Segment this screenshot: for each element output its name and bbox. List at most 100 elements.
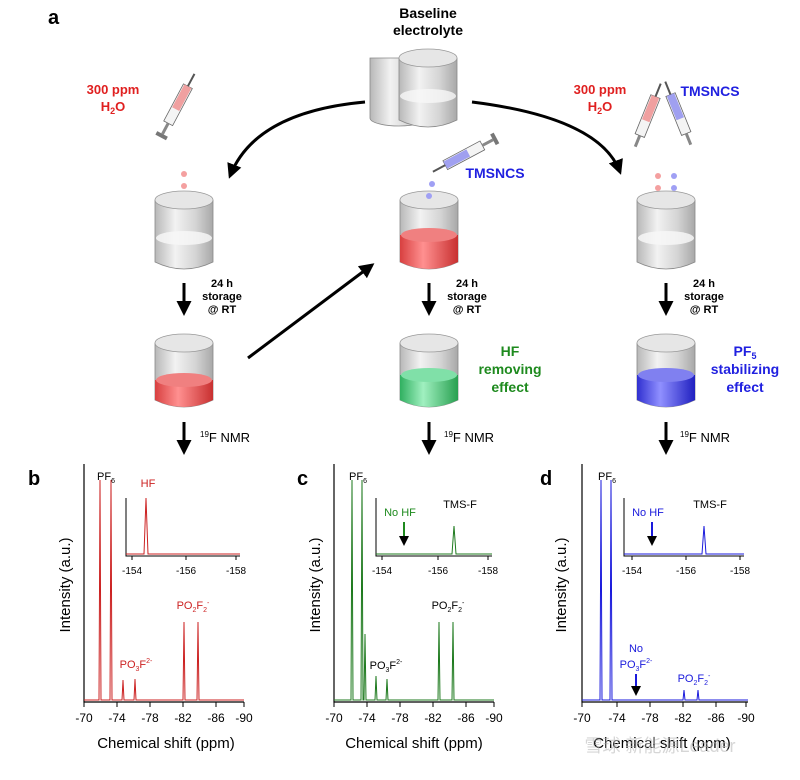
no-hf-label-c: No HF: [384, 507, 416, 519]
svg-text:-86: -86: [207, 711, 225, 725]
svg-text:-70: -70: [75, 711, 93, 725]
svg-text:-78: -78: [141, 711, 159, 725]
svg-text:-86: -86: [707, 711, 725, 725]
panel-label-c: c: [297, 468, 308, 490]
storage-center-l1: 24 h: [456, 278, 478, 290]
arrow-diagonal: [247, 263, 375, 360]
ylabel-d: Intensity (a.u.): [553, 537, 570, 632]
svg-text:-86: -86: [457, 711, 475, 725]
storage-right-l1: 24 h: [693, 278, 715, 290]
hf-effect-l2: removing: [478, 361, 541, 377]
svg-text:-154: -154: [122, 566, 142, 577]
svg-text:-154: -154: [372, 566, 392, 577]
spectrum-panel-d: -70 -74 -78 -82 -86 -90 Chemical shift (…: [553, 464, 755, 752]
drop-left-1: [181, 171, 187, 177]
cup-right-bottom: [636, 333, 696, 408]
tmsncs-center-label: TMSNCS: [465, 165, 524, 181]
arrow-to-right: [471, 100, 623, 175]
panel-label-b: b: [28, 468, 40, 490]
storage-right-l2: storage: [684, 291, 724, 303]
po2f2-label-d: PO2F2-: [678, 673, 711, 687]
cup-center-top: [399, 190, 459, 270]
drop-right-red-2: [655, 185, 661, 191]
svg-text:-156: -156: [676, 566, 696, 577]
drop-center-2: [426, 193, 432, 199]
svg-text:-158: -158: [226, 566, 246, 577]
drop-right-blue-1: [671, 173, 677, 179]
svg-text:-74: -74: [608, 711, 626, 725]
syringe-left-icon: [155, 73, 196, 141]
tmsf-label-c: TMS-F: [443, 499, 477, 511]
ylabel-b: Intensity (a.u.): [57, 537, 74, 632]
svg-text:-70: -70: [325, 711, 343, 725]
nmr-label-center: 19F NMR: [444, 430, 494, 445]
svg-text:-82: -82: [674, 711, 692, 725]
tmsncs-right-label: TMSNCS: [680, 83, 739, 99]
pf5-effect-l3: effect: [726, 379, 764, 395]
ylabel-c: Intensity (a.u.): [307, 537, 324, 632]
no-label-d: No: [629, 643, 643, 655]
hf-effect-l1: HF: [501, 343, 520, 359]
drop-center-1: [429, 181, 435, 187]
arrow-to-left: [227, 100, 366, 179]
cup-right-top: [636, 190, 696, 270]
po2f2-label-c: PO2F2-: [432, 600, 465, 614]
left-water-label: H2O: [101, 99, 126, 116]
tmsf-label-d: TMS-F: [693, 499, 727, 511]
left-ppm-label: 300 ppm: [87, 82, 140, 97]
svg-text:-74: -74: [108, 711, 126, 725]
svg-text:-78: -78: [641, 711, 659, 725]
hf-label-b: HF: [141, 478, 156, 490]
syringe-right-blue-icon: [664, 81, 693, 146]
hf-effect-l3: effect: [491, 379, 529, 395]
svg-text:-74: -74: [358, 711, 376, 725]
po3f-label-c: PO3F2-: [370, 659, 403, 674]
po3f-label-d: PO3F2-: [620, 658, 653, 673]
vertical-arrows: [176, 283, 674, 455]
svg-text:-70: -70: [573, 711, 591, 725]
po2f2-label-b: PO2F2-: [177, 600, 210, 614]
svg-text:-90: -90: [235, 711, 253, 725]
no-hf-label-d: No HF: [632, 507, 664, 519]
spectrum-panel-b: -70 -74 -78 -82 -86 -90 Chemical shift (…: [57, 464, 253, 752]
svg-text:-90: -90: [737, 711, 755, 725]
drop-left-2: [181, 183, 187, 189]
right-water-label: H2O: [588, 99, 613, 116]
storage-left-l1: 24 h: [211, 278, 233, 290]
syringe-right-red-icon: [633, 83, 662, 148]
drop-right-blue-2: [671, 185, 677, 191]
svg-text:-78: -78: [391, 711, 409, 725]
svg-text:-158: -158: [730, 566, 750, 577]
cup-left-bottom: [154, 333, 214, 408]
xlabel-b: Chemical shift (ppm): [97, 735, 235, 752]
storage-left-l2: storage: [202, 291, 242, 303]
xlabel-d: Chemical shift (ppm): [593, 735, 731, 752]
svg-text:-90: -90: [485, 711, 503, 725]
nmr-label-left: 19F NMR: [200, 430, 250, 445]
svg-text:-158: -158: [478, 566, 498, 577]
storage-right-l3: @ RT: [690, 304, 719, 316]
baseline-label-line2: electrolyte: [393, 22, 463, 38]
panel-label-d: d: [540, 468, 552, 490]
nmr-label-right: 19F NMR: [680, 430, 730, 445]
cup-left-top: [154, 190, 214, 270]
po3f-label-b: PO3F2-: [120, 658, 153, 673]
pf6-label-d: PF6: [598, 471, 616, 485]
storage-left-l3: @ RT: [208, 304, 237, 316]
xlabel-c: Chemical shift (ppm): [345, 735, 483, 752]
svg-text:-154: -154: [622, 566, 642, 577]
storage-center-l3: @ RT: [453, 304, 482, 316]
spectrum-panel-c: -70 -74 -78 -82 -86 -90 Chemical shift (…: [307, 464, 503, 752]
svg-text:-156: -156: [176, 566, 196, 577]
svg-text:-82: -82: [424, 711, 442, 725]
panel-label-a: a: [48, 7, 60, 29]
svg-text:-82: -82: [174, 711, 192, 725]
pf5-effect-l1: PF5: [734, 343, 757, 361]
drop-right-red-1: [655, 173, 661, 179]
storage-center-l2: storage: [447, 291, 487, 303]
baseline-label-line1: Baseline: [399, 5, 457, 21]
baseline-cup: [369, 48, 458, 128]
svg-text:-156: -156: [428, 566, 448, 577]
right-ppm-label: 300 ppm: [574, 82, 627, 97]
